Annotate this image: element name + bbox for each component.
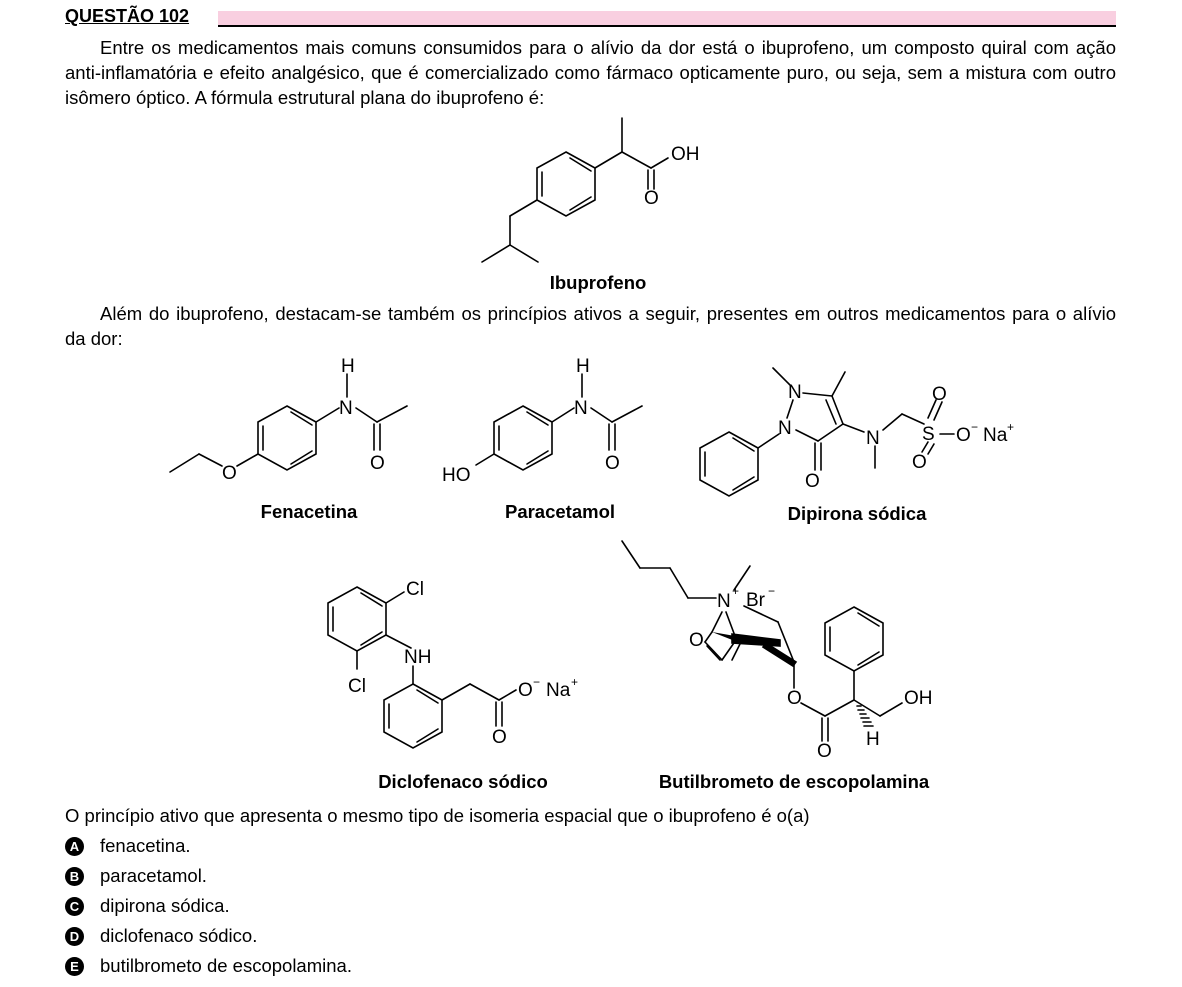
diclofenac-cl-bottom-label: Cl	[348, 676, 366, 697]
intro-paragraph: Entre os medicamentos mais comuns consum…	[65, 37, 1116, 108]
diclofenac-structure	[327, 586, 517, 749]
dipyrone-n3-label: N	[866, 428, 880, 449]
butylscopolamine-plus-sign: +	[732, 584, 739, 598]
diclofenac-nh-label: NH	[404, 647, 431, 668]
dipyrone-name: Dipirona sódica	[787, 503, 927, 524]
option-c[interactable]: C dipirona sódica.	[65, 891, 352, 921]
option-b-text: paracetamol.	[100, 865, 207, 886]
butylscopolamine-oh-label: OH	[904, 688, 933, 709]
answer-options: A fenacetina. B paracetamol. C dipirona …	[65, 831, 352, 981]
phenacetin-o-carbonyl-label: O	[370, 453, 385, 474]
question-header: QUESTÃO 102	[65, 5, 1116, 29]
diclofenac-plus-sign: +	[571, 675, 578, 689]
butylscopolamine-structure	[621, 540, 903, 742]
option-d-letter-badge: D	[65, 926, 84, 946]
dipyrone-na-label: Na	[983, 425, 1008, 446]
diclofenac-cl-top-label: Cl	[406, 579, 424, 600]
second-paragraph: Além do ibuprofeno, destacam-se também o…	[65, 303, 1116, 349]
dipyrone-plus-sign: +	[1007, 420, 1014, 434]
diclofenac-name: Diclofenaco sódico	[378, 771, 548, 792]
dipyrone-o-ring-label: O	[805, 471, 820, 492]
option-a[interactable]: A fenacetina.	[65, 831, 352, 861]
phenacetin-name: Fenacetina	[260, 501, 358, 522]
paracetamol-ho-label: HO	[442, 465, 471, 486]
dipyrone-s-label: S	[922, 424, 935, 445]
paracetamol-name: Paracetamol	[504, 501, 616, 522]
option-d-text: diclofenaco sódico.	[100, 925, 258, 946]
diclofenac-o-carbonyl-label: O	[492, 727, 507, 748]
option-c-text: dipirona sódica.	[100, 895, 230, 916]
option-e[interactable]: E butilbrometo de escopolamina.	[65, 951, 352, 981]
butylscopolamine-minus-sign: −	[768, 584, 775, 598]
option-d[interactable]: D diclofenaco sódico.	[65, 921, 352, 951]
ibuprofen-o-label: O	[644, 188, 659, 209]
butylscopolamine-br-label: Br	[746, 590, 766, 611]
diclofenac-o-minus-label: O	[518, 680, 533, 701]
option-b[interactable]: B paracetamol.	[65, 861, 352, 891]
dipyrone-minus-sign: −	[971, 420, 978, 434]
paracetamol-n-label: N	[574, 398, 588, 419]
paracetamol-o-carbonyl-label: O	[605, 453, 620, 474]
paracetamol-h-label: H	[576, 356, 590, 377]
phenacetin-h-label: H	[341, 356, 355, 377]
diclofenac-minus-sign: −	[533, 675, 540, 689]
header-bar	[218, 11, 1116, 27]
option-a-text: fenacetina.	[100, 835, 191, 856]
ibuprofen-name: Ibuprofeno	[549, 272, 647, 293]
option-a-letter-badge: A	[65, 836, 84, 856]
dipyrone-o-minus-label: O	[956, 425, 971, 446]
phenacetin-structure	[169, 373, 408, 473]
butylscopolamine-o-ester-label: O	[787, 688, 802, 709]
phenacetin-o-ether-label: O	[222, 463, 237, 484]
butylscopolamine-o-epoxide-label: O	[689, 630, 704, 651]
dipyrone-o-top-label: O	[932, 384, 947, 405]
ibuprofen-structure	[481, 117, 669, 263]
question-stem: O princípio ativo que apresenta o mesmo …	[65, 805, 810, 826]
butylscopolamine-n-label: N	[717, 591, 731, 612]
butylscopolamine-o-carbonyl-label: O	[817, 741, 832, 762]
dipyrone-o-bottom-label: O	[912, 452, 927, 473]
butylscopolamine-name: Butilbrometo de escopolamina	[658, 771, 930, 792]
question-number: QUESTÃO 102	[65, 6, 190, 26]
option-e-letter-badge: E	[65, 956, 84, 976]
dipyrone-n2-label: N	[778, 418, 792, 439]
option-c-letter-badge: C	[65, 896, 84, 916]
butylscopolamine-h-label: H	[866, 729, 880, 750]
dipyrone-structure	[699, 367, 955, 497]
option-b-letter-badge: B	[65, 866, 84, 886]
paracetamol-structure	[475, 373, 643, 471]
phenacetin-n-label: N	[339, 398, 353, 419]
diclofenac-na-label: Na	[546, 680, 571, 701]
ibuprofen-oh-label: OH	[671, 144, 700, 165]
option-e-text: butilbrometo de escopolamina.	[100, 955, 352, 976]
dipyrone-n1-label: N	[788, 382, 802, 403]
